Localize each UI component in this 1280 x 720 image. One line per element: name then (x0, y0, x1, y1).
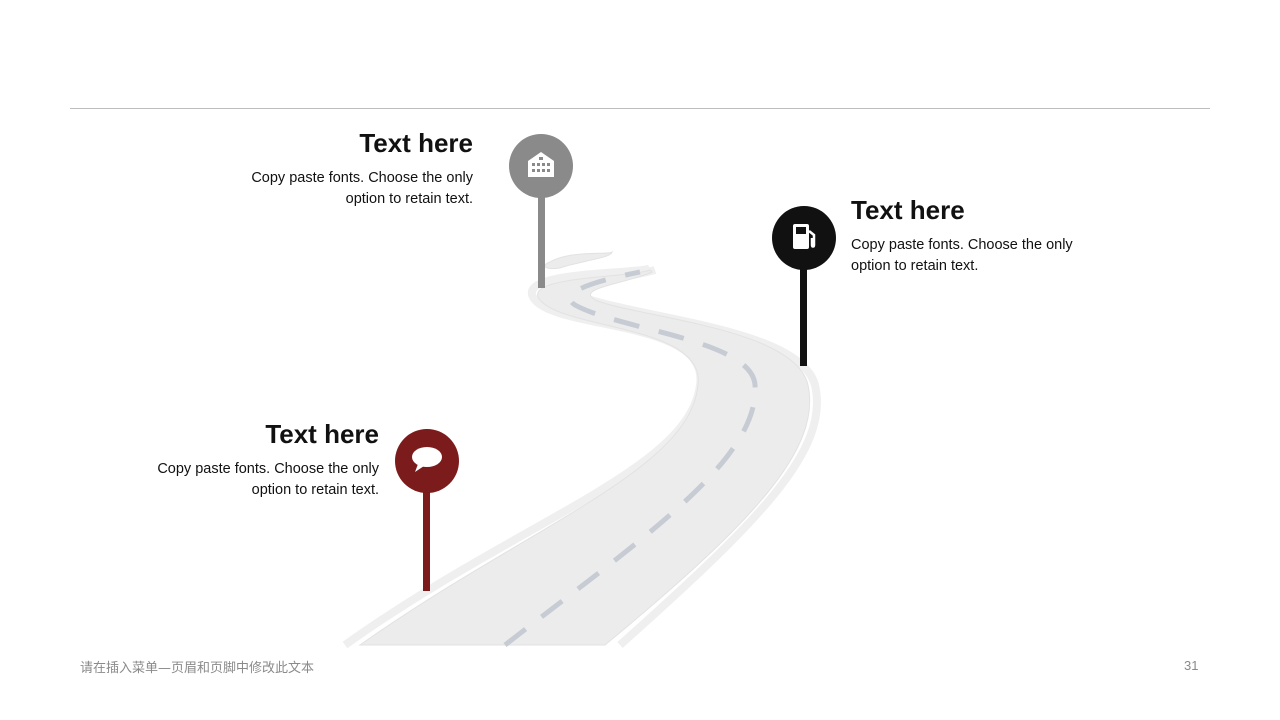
block-description: Copy paste fonts. Choose the only option… (100, 459, 379, 501)
desc-line: option to retain text. (851, 258, 979, 274)
desc-line: option to retain text. (251, 482, 379, 498)
desc-line: Copy paste fonts. Choose the only (157, 461, 379, 477)
desc-line: Copy paste fonts. Choose the only (851, 237, 1073, 253)
pin-stem (538, 190, 545, 288)
text-block-1: Text here Copy paste fonts. Choose the o… (200, 128, 473, 210)
pin-stem (800, 260, 807, 366)
block-title: Text here (265, 419, 379, 449)
pin-head (509, 134, 573, 198)
text-block-2: Text here Copy paste fonts. Choose the o… (851, 195, 1151, 277)
pin-head (772, 206, 836, 270)
pin-head (395, 429, 459, 493)
speech-bubble-icon (409, 444, 445, 479)
desc-line: Copy paste fonts. Choose the only (251, 170, 473, 186)
fuel-pump-icon (787, 219, 821, 258)
block-description: Copy paste fonts. Choose the only option… (851, 235, 1151, 277)
top-divider (70, 108, 1210, 109)
building-icon (524, 147, 558, 186)
text-block-3: Text here Copy paste fonts. Choose the o… (100, 419, 379, 501)
page-number: 31 (1184, 658, 1199, 673)
block-description: Copy paste fonts. Choose the only option… (200, 168, 473, 210)
block-title: Text here (851, 195, 965, 225)
block-title: Text here (359, 128, 473, 158)
pin-stem (423, 485, 430, 591)
desc-line: option to retain text. (345, 191, 473, 207)
footer-text: 请在插入菜单—页眉和页脚中修改此文本 (80, 661, 315, 676)
